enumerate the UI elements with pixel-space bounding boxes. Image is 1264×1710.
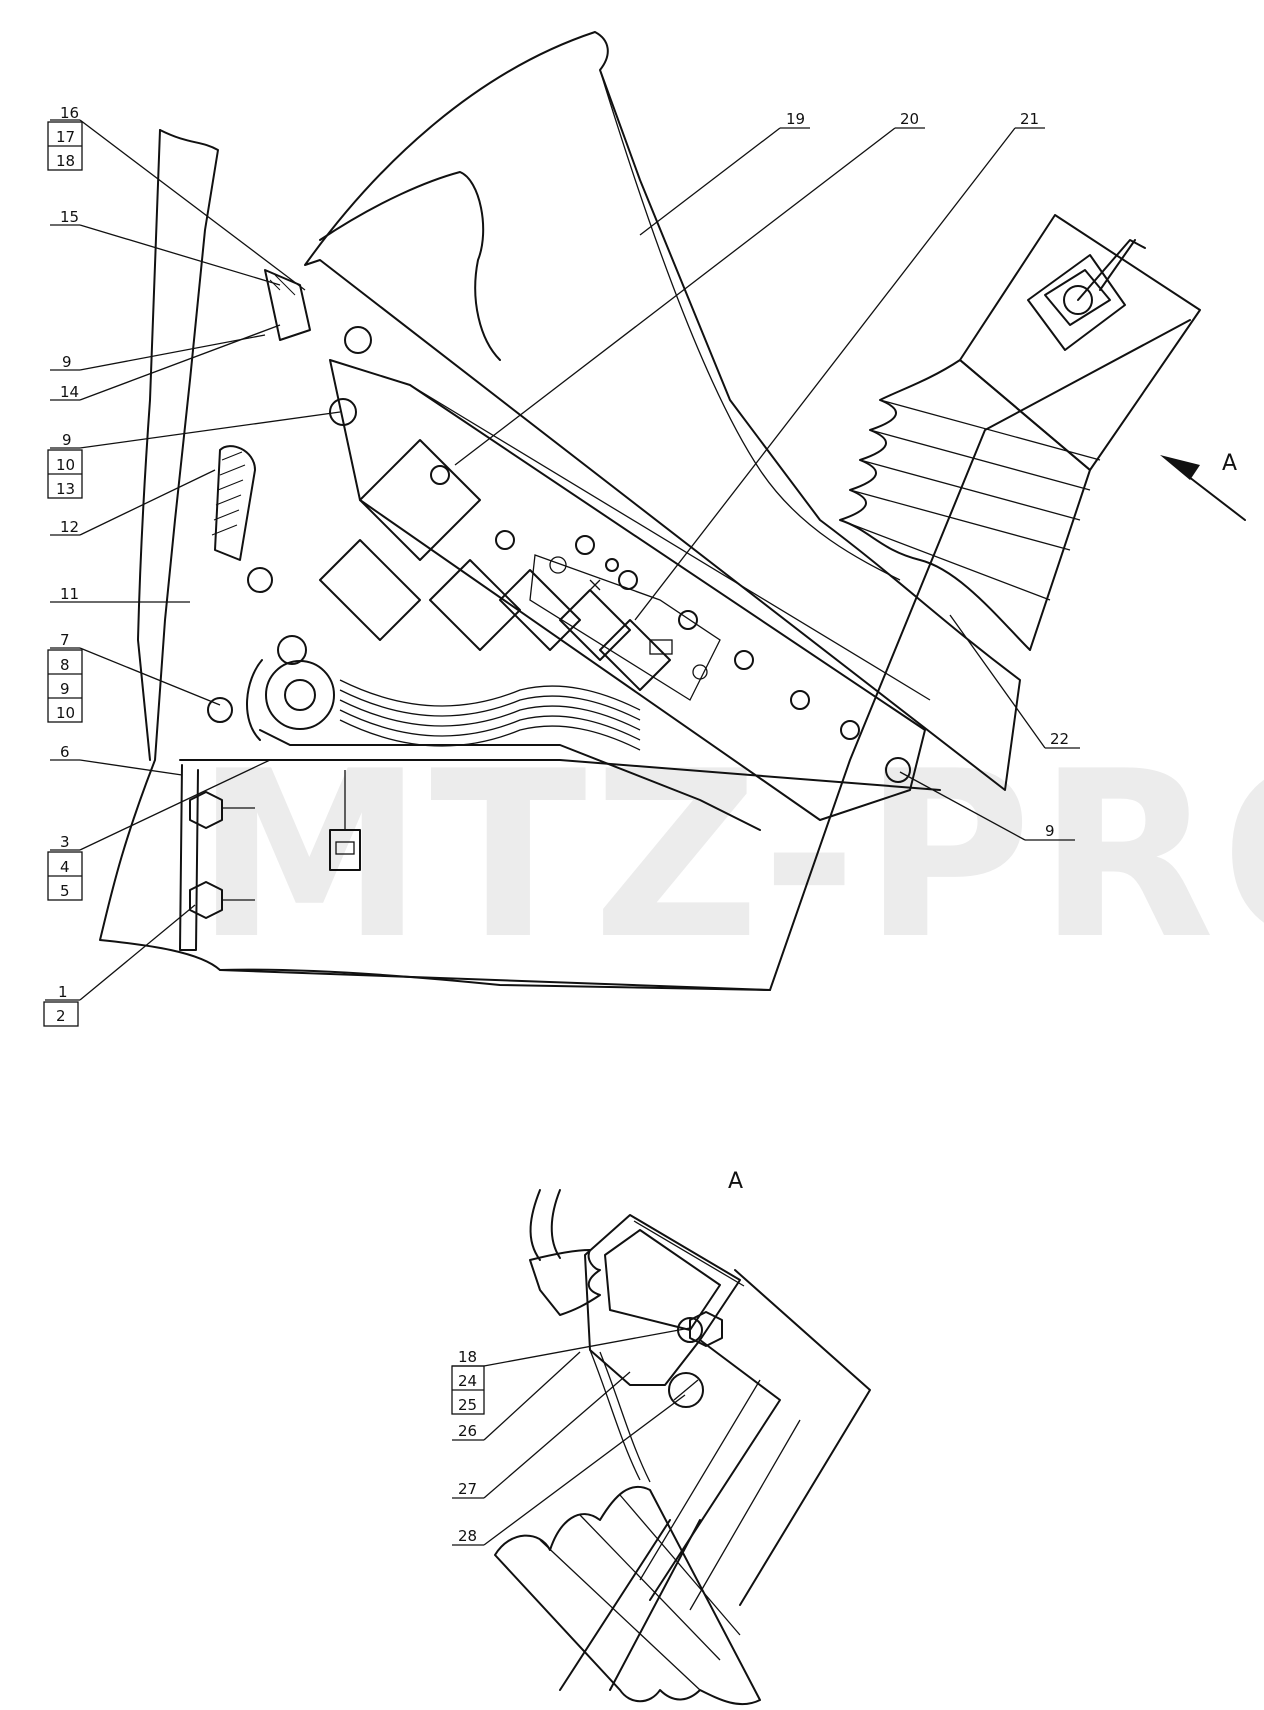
callout-16: 16: [60, 104, 79, 122]
callout-22: 22: [1050, 730, 1069, 748]
side-screws: [207, 326, 911, 783]
panel-screws: [430, 465, 860, 740]
detail-large-bellows: [494, 1485, 761, 1706]
callout-13: 13: [56, 480, 75, 498]
detail-cable: [529, 1189, 561, 1261]
callout-9-b: 9: [62, 431, 72, 449]
armrest-contour: [599, 69, 901, 581]
joystick: [839, 214, 1201, 651]
inner-wall-line: [137, 129, 161, 761]
pivot-bracket: [179, 635, 941, 831]
watermark: MTZ-PRO: [195, 723, 1264, 990]
detail-small-bellows: [529, 1249, 601, 1316]
detail-leaders: [452, 1327, 691, 1546]
callout-18-detail: 18: [458, 1348, 477, 1366]
wire-harness: [339, 679, 641, 751]
callout-18: 18: [56, 152, 75, 170]
detail-callouts: 18 24 25 26 27 28: [451, 1348, 485, 1545]
view-a-detail: A: [494, 1169, 871, 1706]
armrest-inner-curve: [319, 171, 501, 361]
callout-11: 11: [60, 585, 79, 603]
lower-console-base: [219, 968, 771, 991]
panel-top-edge: [409, 384, 931, 701]
callout-14: 14: [60, 383, 79, 401]
view-a-title: A: [728, 1169, 743, 1194]
callout-3: 3: [60, 833, 70, 851]
cab-wall-outline: [99, 129, 1191, 991]
callout-15: 15: [60, 208, 79, 226]
callout-6: 6: [60, 743, 70, 761]
view-arrow-a: [1160, 455, 1246, 521]
leader-lines: [45, 119, 1080, 1001]
callout-4: 4: [60, 858, 70, 876]
callout-26: 26: [458, 1422, 477, 1440]
callout-9-a: 9: [62, 353, 72, 371]
callout-20: 20: [900, 110, 919, 128]
callout-10-a: 10: [56, 456, 75, 474]
main-view: [99, 31, 1246, 991]
switch-icons: [549, 556, 708, 680]
seal-hatch: [211, 269, 311, 561]
detail-housing-inner: [604, 1229, 721, 1331]
callout-25: 25: [458, 1396, 477, 1414]
callout-10-b: 10: [56, 704, 75, 722]
callout-2: 2: [56, 1007, 66, 1025]
callout-1: 1: [58, 983, 68, 1001]
callout-28: 28: [458, 1527, 477, 1545]
mounting-plate: [179, 764, 255, 951]
callout-24: 24: [458, 1372, 477, 1390]
callout-9-d: 9: [1045, 822, 1055, 840]
callout-9-c: 9: [60, 680, 70, 698]
callout-5: 5: [60, 882, 70, 900]
view-arrow-label: A: [1222, 451, 1237, 476]
callout-12: 12: [60, 518, 79, 536]
callout-17: 17: [56, 128, 75, 146]
detail-screw: [668, 1372, 704, 1408]
callout-21: 21: [1020, 110, 1039, 128]
callout-19: 19: [786, 110, 805, 128]
armrest-outline: [304, 31, 1021, 791]
callout-27: 27: [458, 1480, 477, 1498]
joystick-bellows: [839, 359, 1091, 651]
callout-8: 8: [60, 656, 70, 674]
relay-blocks: [319, 439, 671, 691]
panel-switch-strip: [529, 554, 721, 701]
detail-housing-hatch: [629, 1214, 745, 1287]
callouts: 16 17 18 15 9 14 9 10 13 12 11 7 8 9 10 …: [43, 104, 1237, 1027]
connector-plug: [329, 770, 361, 871]
callout-7: 7: [60, 631, 70, 649]
